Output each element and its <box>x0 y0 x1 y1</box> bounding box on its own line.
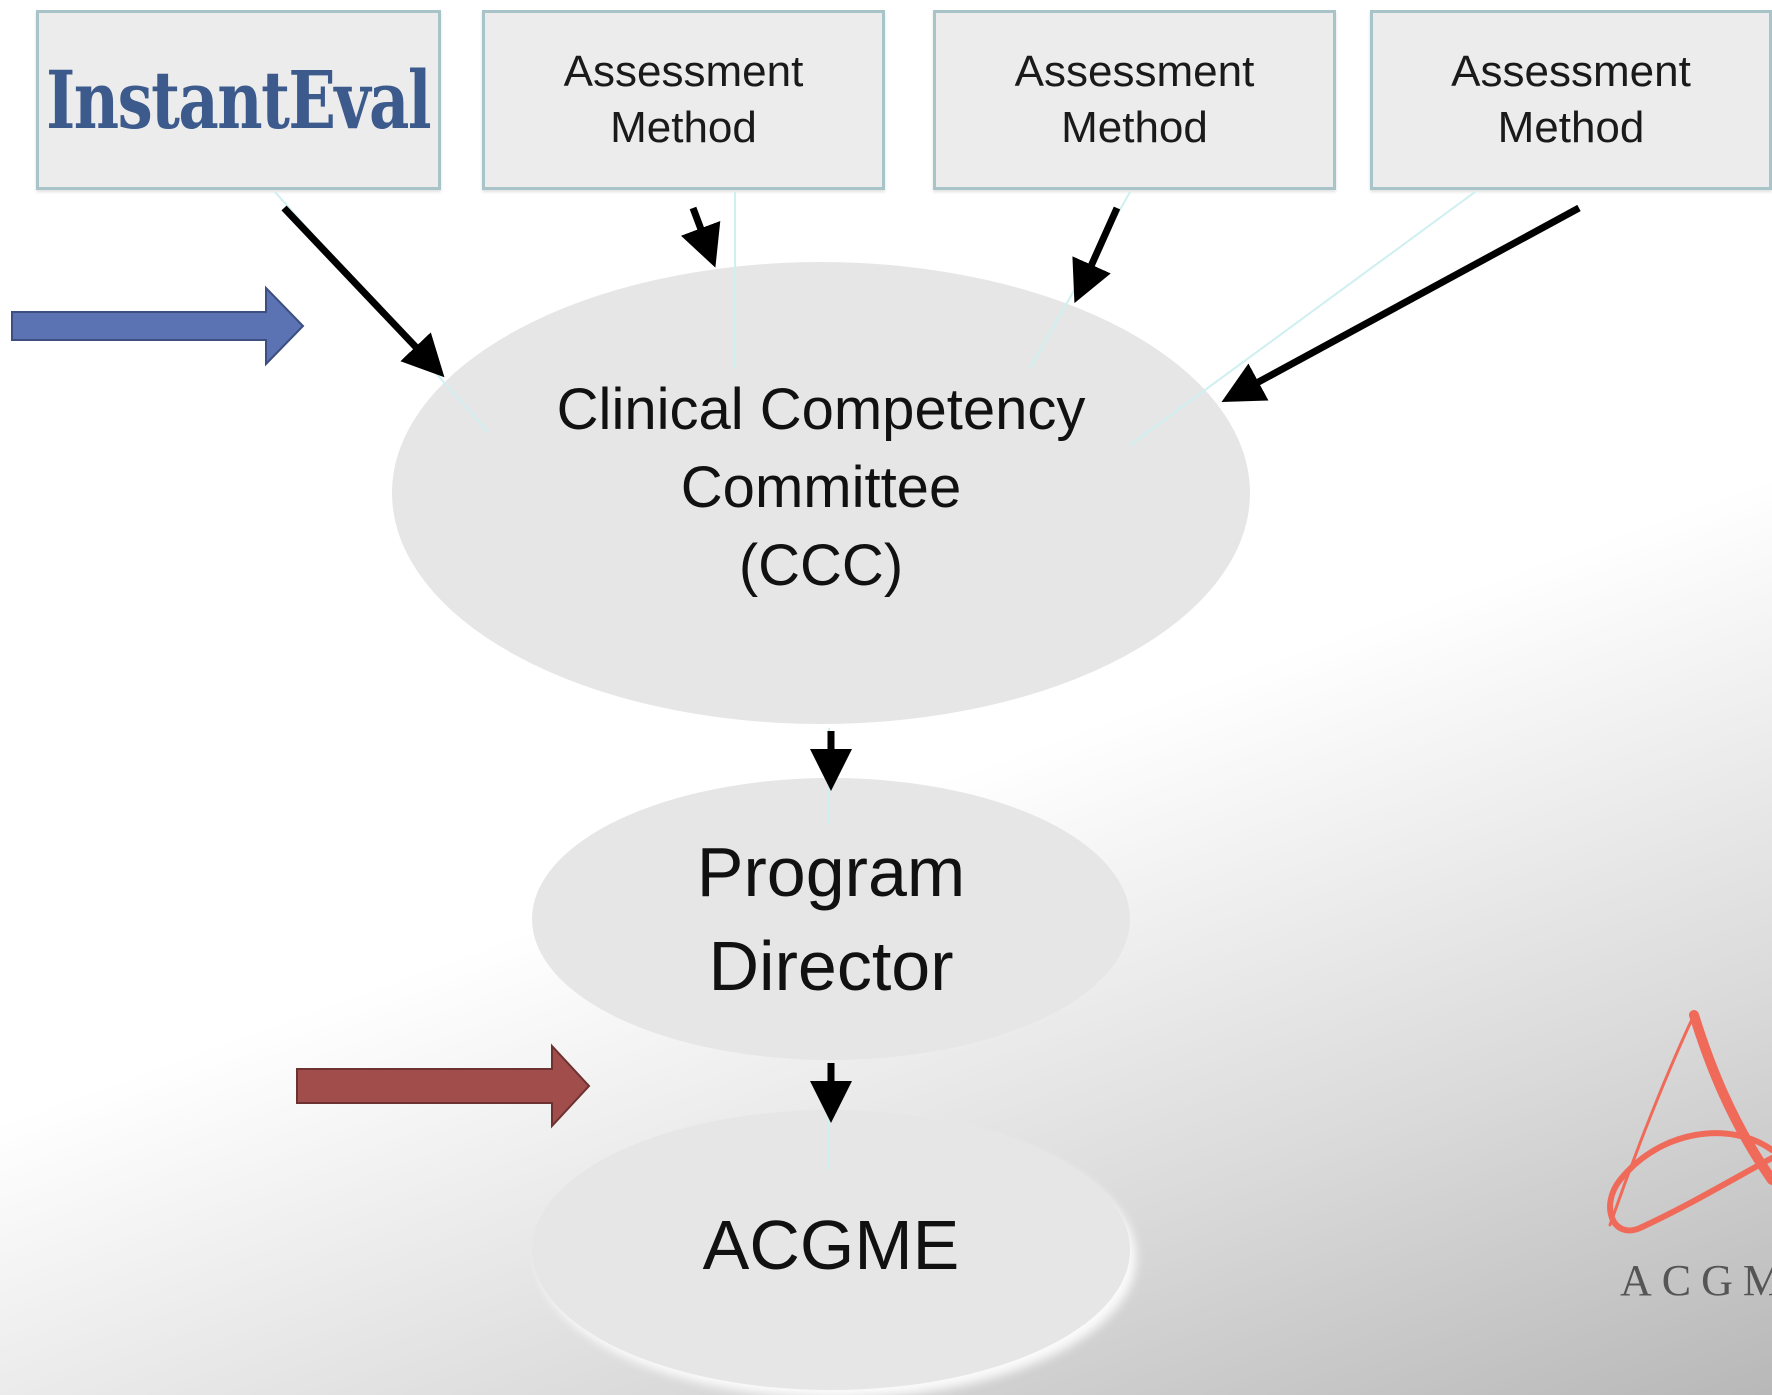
acgme-logo-icon <box>1607 1010 1772 1234</box>
arrow-method1-to-ccc <box>680 206 721 268</box>
assessment-method-label-3: Assessment Method <box>1451 47 1691 152</box>
assessment-method-box-2: Assessment Method <box>933 10 1336 190</box>
acgme-logo-text: ACGM <box>1620 1256 1772 1305</box>
assessment-method-label-1: Assessment Method <box>563 47 804 152</box>
acgme-node: ACGME <box>532 1110 1130 1390</box>
assessment-method-box-3: Assessment Method <box>1370 10 1772 190</box>
acgme-label: ACGME <box>702 1206 960 1284</box>
blue-block-arrow-icon <box>11 285 305 367</box>
assessment-method-label-2: Assessment Method <box>1014 47 1255 152</box>
instanteval-logo-text: InstantEval <box>46 53 432 147</box>
faint-connector-4 <box>1129 191 1476 446</box>
ccc-node: Clinical Competency Committee (CCC) <box>392 262 1250 724</box>
assessment-method-box-1: Assessment Method <box>482 10 885 190</box>
program-director-node: Program Director <box>532 778 1130 1060</box>
arrow-method2-to-ccc <box>1072 206 1121 304</box>
red-block-arrow-icon <box>296 1043 591 1129</box>
instanteval-box: InstantEval <box>36 10 441 190</box>
arrow-instanteval-to-ccc <box>281 205 445 378</box>
ccc-label: Clinical Competency Committee (CCC) <box>556 377 1086 598</box>
program-director-label: Program Director <box>696 833 966 1005</box>
arrow-method3-to-ccc <box>1221 204 1581 403</box>
